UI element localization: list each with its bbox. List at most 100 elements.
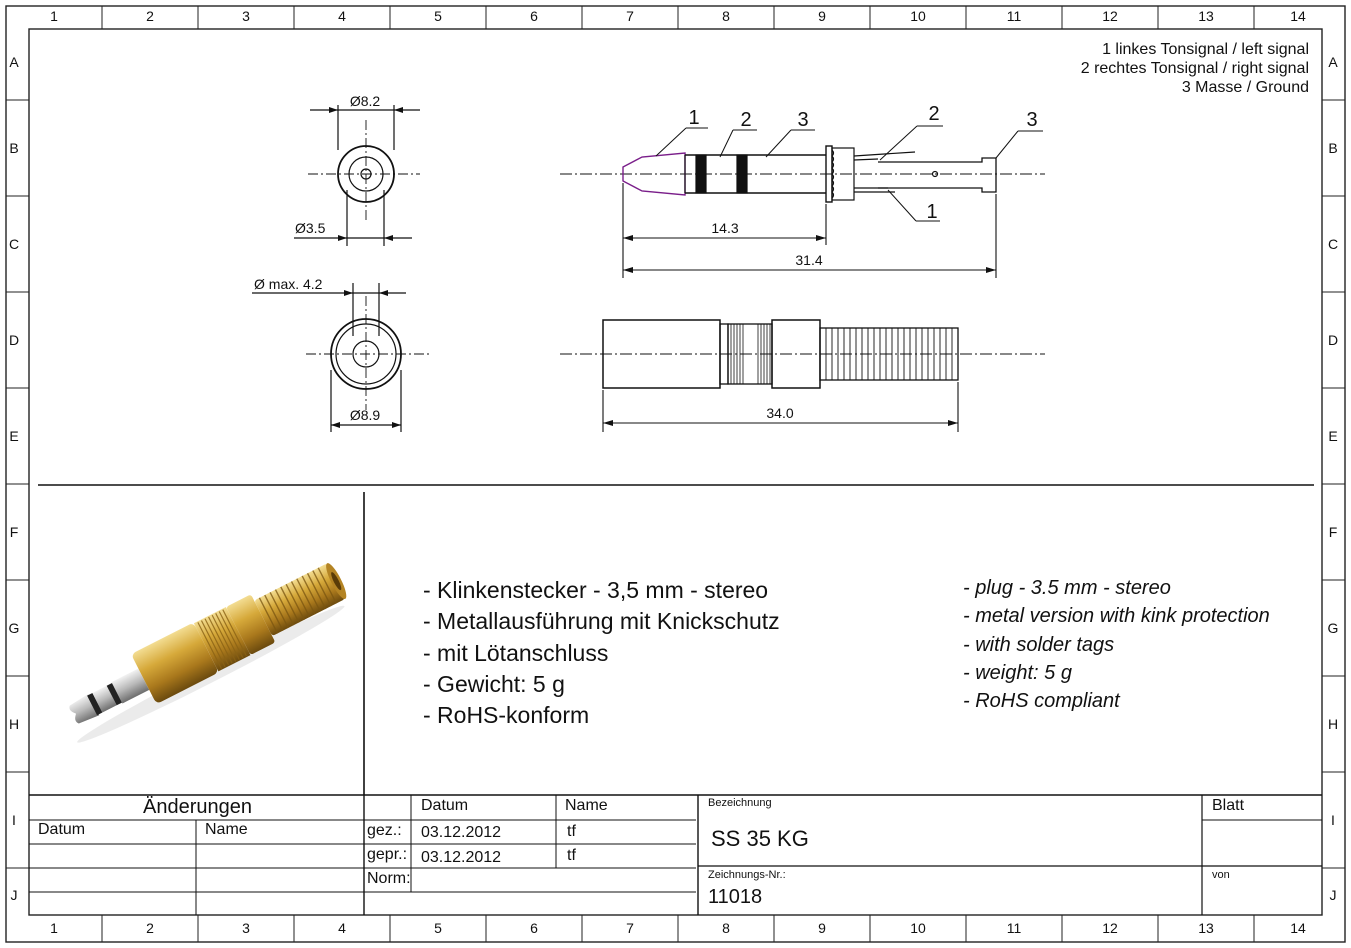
changes-title: Änderungen (143, 796, 252, 818)
row-label-right: J (1330, 887, 1337, 903)
col-label-top: 6 (530, 8, 538, 24)
row-label-left: I (12, 812, 16, 828)
spec-line-en: - plug - 3.5 mm - stereo (963, 577, 1171, 599)
spec-line-en: - RoHS compliant (963, 690, 1120, 713)
col-label-top: 10 (910, 8, 926, 24)
col-label-bottom: 4 (338, 920, 346, 936)
row-label-left: C (9, 236, 19, 252)
legend-item: 3 Masse / Ground (1181, 79, 1309, 96)
col-label-top: 7 (626, 8, 634, 24)
callout-ring-number: 2 (740, 109, 751, 131)
legend-item: 1 linkes Tonsignal / left signal (1102, 41, 1309, 58)
col-label-bottom: 13 (1198, 920, 1214, 936)
col-label-top: 2 (146, 8, 154, 24)
col-label-top: 3 (242, 8, 250, 24)
callout-left-tag-number: 1 (926, 201, 937, 223)
date-column-header: Datum (421, 797, 469, 814)
dimension-plug-length: 14.3 (711, 220, 738, 236)
of-label: von (1212, 869, 1230, 881)
row-label-left: H (9, 716, 19, 732)
title-block (29, 794, 1322, 915)
checked-by-label: gepr.: (367, 846, 408, 863)
row-label-left: D (9, 332, 19, 348)
zone-grid (6, 6, 1345, 942)
zone-column-labels: 1 2 3 4 5 6 7 8 9 10 11 12 13 14 1 2 3 4… (50, 8, 1306, 936)
col-label-bottom: 10 (910, 920, 926, 936)
dimension-outer-diameter-top: Ø8.2 (350, 93, 381, 109)
row-label-left: F (10, 524, 19, 540)
spec-line-de: - mit Lötanschluss (423, 639, 609, 666)
housing-side-view (560, 319, 1045, 432)
plug-side-view (560, 145, 1045, 203)
drawing-frame (5, 5, 1346, 943)
signal-legend: 1 linkes Tonsignal / left signal 2 recht… (1081, 40, 1309, 97)
col-label-top: 1 (50, 8, 58, 24)
spec-line-de: - Gewicht: 5 g (423, 670, 565, 697)
specs-english: - plug - 3.5 mm - stereo - metal version… (963, 574, 1270, 715)
specs-german: - Klinkenstecker - 3,5 mm - stereo - Met… (423, 575, 780, 731)
col-label-bottom: 2 (146, 920, 154, 936)
row-label-right: I (1331, 812, 1335, 828)
changes-date-header: Datum (38, 821, 86, 838)
drawing-number-value: 11018 (708, 886, 763, 908)
norm-label: Norm: (367, 870, 411, 887)
drawn-name: tf (567, 823, 576, 840)
checked-date: 03.12.2012 (421, 849, 502, 866)
col-label-top: 14 (1290, 8, 1306, 24)
col-label-bottom: 1 (50, 920, 58, 936)
spec-line-de: - Klinkenstecker - 3,5 mm - stereo (423, 577, 769, 603)
col-label-bottom: 6 (530, 920, 538, 936)
dimension-max-diameter: Ø max. 4.2 (254, 276, 323, 292)
dimension-pin-diameter: Ø3.5 (295, 220, 326, 236)
col-label-bottom: 9 (818, 920, 826, 936)
col-label-top: 11 (1007, 8, 1022, 24)
sheet-label: Blatt (1212, 797, 1245, 814)
col-label-top: 4 (338, 8, 346, 24)
drawing-number-label: Zeichnungs-Nr.: (708, 869, 786, 881)
col-label-top: 5 (434, 8, 442, 24)
col-label-top: 12 (1102, 8, 1118, 24)
spec-line-en: - weight: 5 g (963, 661, 1072, 684)
callout-leaders (655, 125, 1043, 222)
row-label-right: G (1328, 620, 1339, 636)
row-label-left: G (9, 620, 20, 636)
end-view-top (294, 105, 420, 246)
col-label-bottom: 12 (1102, 920, 1118, 936)
col-label-bottom: 11 (1007, 920, 1022, 936)
col-label-top: 9 (818, 8, 826, 24)
designation-label: Bezeichnung (708, 797, 772, 809)
row-label-right: C (1328, 236, 1338, 252)
row-label-right: H (1328, 716, 1338, 732)
row-label-right: A (1328, 54, 1338, 70)
col-label-top: 8 (722, 8, 730, 24)
callout-ground-tag-number: 3 (1026, 109, 1037, 131)
row-label-right: F (1329, 524, 1338, 540)
dimension-outer-diameter-bottom: Ø8.9 (350, 407, 381, 423)
callout-sleeve-number: 3 (797, 109, 808, 131)
spec-line-de: - Metallausführung mit Knickschutz (423, 608, 780, 635)
checked-name: tf (567, 847, 576, 864)
dimension-housing-length: 34.0 (766, 405, 793, 421)
changes-name-header: Name (205, 821, 248, 838)
col-label-bottom: 14 (1290, 920, 1306, 936)
col-label-bottom: 3 (242, 920, 250, 936)
spec-line-en: - metal version with kink protection (963, 605, 1270, 628)
row-label-right: E (1328, 428, 1337, 444)
row-label-left: A (9, 54, 19, 70)
end-view-bottom (252, 283, 430, 432)
spec-line-de: - RoHS-konform (423, 702, 590, 729)
dimension-total-length: 31.4 (795, 252, 822, 268)
callout-tip-number: 1 (688, 107, 699, 129)
row-label-left: J (11, 887, 18, 903)
col-label-bottom: 5 (434, 920, 442, 936)
row-label-left: E (9, 428, 18, 444)
callout-right-tag-number: 2 (928, 103, 939, 125)
drawn-by-label: gez.: (367, 822, 402, 839)
name-column-header: Name (565, 797, 608, 814)
row-label-right: D (1328, 332, 1338, 348)
section-dividers (38, 484, 1314, 795)
col-label-bottom: 8 (722, 920, 730, 936)
gold-3.5mm-stereo-plug-photo (69, 563, 347, 743)
row-label-right: B (1328, 140, 1337, 156)
